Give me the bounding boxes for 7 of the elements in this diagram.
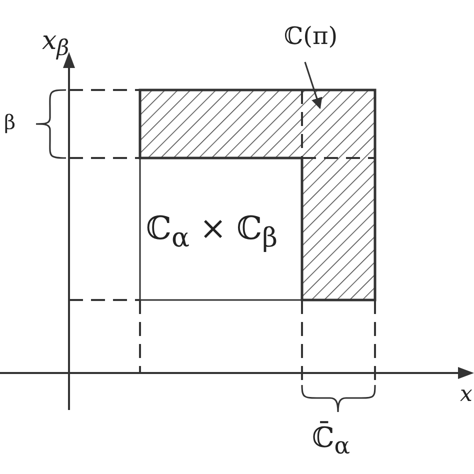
- leader-arrow: [304, 62, 322, 110]
- brace-label: β: [4, 112, 16, 132]
- axis-label: x$_{β}$: [42, 28, 70, 60]
- product-label: ℂ$_{α}$ × ℂ$_{β}$: [146, 212, 278, 252]
- axis-label: x: [460, 384, 472, 406]
- region-label: ℂ(π): [284, 22, 338, 50]
- hatched-region: [138, 88, 376, 302]
